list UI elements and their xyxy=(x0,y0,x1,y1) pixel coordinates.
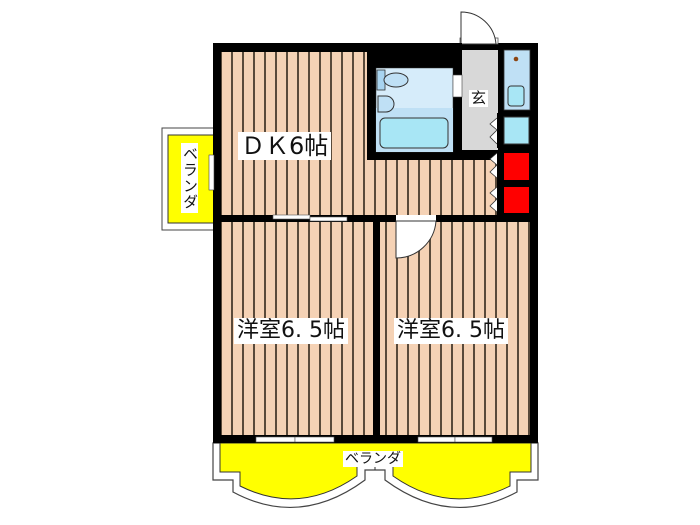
window-room1[interactable] xyxy=(255,436,335,443)
side-balcony-label: ベランダ xyxy=(181,143,199,213)
entrance-door[interactable] xyxy=(459,11,499,45)
toilet-icon xyxy=(376,69,409,91)
front-balcony-label: ベランダ xyxy=(343,451,403,467)
window-room2[interactable] xyxy=(417,436,493,443)
bathtub-icon xyxy=(379,117,449,149)
storage-red-1 xyxy=(504,153,529,180)
side-window xyxy=(208,154,215,191)
dk-floor-lower xyxy=(367,160,497,215)
western-room-2-label: 洋室6. 5帖 xyxy=(394,318,508,344)
dk-label: ＤＫ6帖 xyxy=(238,132,332,160)
western-room-1-label: 洋室6. 5帖 xyxy=(234,318,348,344)
front-balcony xyxy=(212,442,539,508)
washing-machine-icon xyxy=(503,116,530,145)
kitchen-counter xyxy=(489,49,531,215)
bathroom xyxy=(367,43,463,160)
storage-red-2 xyxy=(504,187,529,213)
sliding-door-dk-room1[interactable] xyxy=(272,214,348,222)
entrance-label: 玄 xyxy=(469,89,489,107)
door-room2[interactable] xyxy=(395,215,437,259)
sink-icon xyxy=(507,85,525,107)
interior-wall-vertical xyxy=(373,215,380,440)
washbasin-icon xyxy=(377,95,395,113)
